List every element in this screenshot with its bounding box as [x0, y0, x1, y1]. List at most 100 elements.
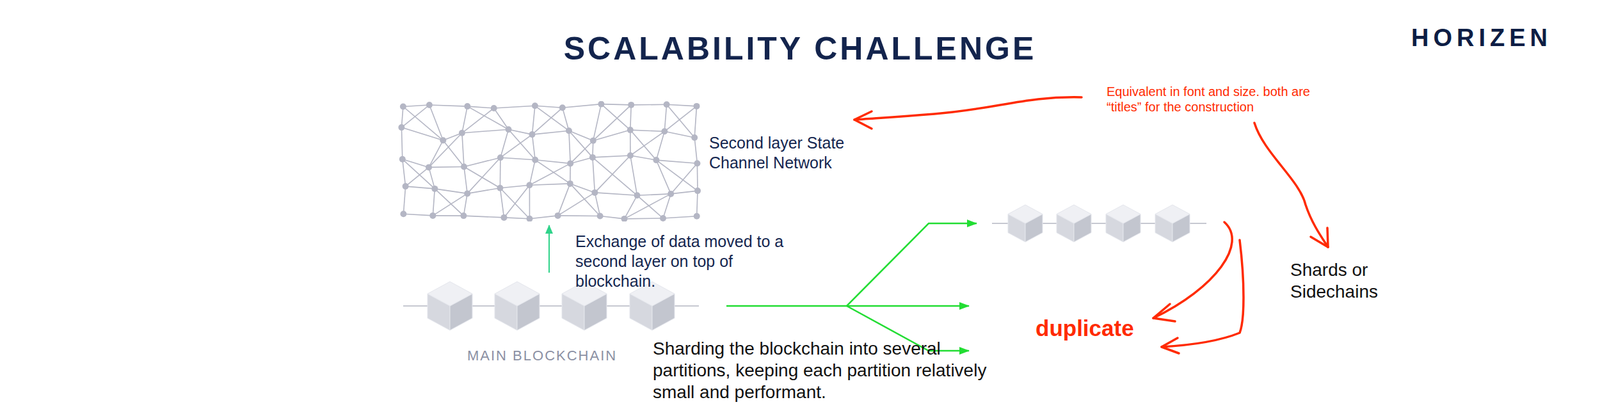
- mesh-link: [594, 192, 637, 196]
- mesh-link: [558, 215, 601, 217]
- blockchain: Shards or Sidechains: [992, 201, 1207, 246]
- mesh-node: [627, 101, 635, 109]
- block-cube: [1008, 204, 1043, 242]
- mesh-node: [694, 187, 701, 194]
- mesh-link: [570, 140, 594, 164]
- annotation-arrow: [1161, 240, 1244, 347]
- mesh-node: [526, 215, 534, 222]
- mesh-node: [400, 103, 407, 111]
- block-cube: [494, 281, 540, 331]
- mesh-node: [591, 189, 598, 196]
- block-face: [494, 281, 540, 306]
- mesh-link: [600, 104, 632, 105]
- block-face: [1056, 204, 1092, 224]
- mesh-link: [568, 130, 594, 141]
- mesh-node: [565, 127, 573, 134]
- mesh-link: [568, 130, 571, 164]
- mesh-link: [504, 184, 530, 218]
- mesh-node: [426, 101, 433, 109]
- mesh-node: [398, 124, 405, 131]
- mesh-node: [627, 152, 634, 159]
- mesh-link: [663, 216, 697, 219]
- mesh-link: [631, 104, 667, 106]
- mesh-link: [401, 127, 402, 160]
- edge-layer: [549, 223, 977, 306]
- annotation-arrowhead: [1153, 304, 1176, 322]
- block-face: [1155, 204, 1190, 224]
- mesh-link: [535, 160, 571, 184]
- brand-logo: HORIZEN: [1411, 23, 1552, 53]
- mesh-link: [532, 105, 536, 135]
- mesh-link: [593, 104, 632, 141]
- mesh-link: [401, 127, 443, 141]
- mesh-node: [621, 215, 628, 222]
- mesh-link: [670, 163, 697, 194]
- mesh-link: [463, 193, 468, 216]
- mesh-link: [429, 104, 468, 107]
- mesh-node: [597, 101, 605, 108]
- mesh-node: [567, 180, 574, 187]
- mesh-node: [425, 163, 432, 171]
- node-illustration: [398, 101, 702, 222]
- mesh-link: [432, 193, 468, 216]
- mesh-node: [667, 190, 674, 198]
- annotation-arrowhead: [1310, 227, 1328, 248]
- annotation-arrow: [854, 97, 1082, 120]
- mesh-node: [464, 103, 471, 110]
- mesh-node: [531, 156, 539, 164]
- mesh-link: [630, 129, 665, 132]
- mesh-link: [558, 192, 596, 216]
- mesh-node: [490, 104, 498, 112]
- mesh-link: [664, 104, 667, 132]
- mesh-link: [405, 186, 436, 189]
- review-note: Equivalent in font and size. both are “t…: [1106, 83, 1331, 115]
- block-cube: [1056, 204, 1092, 242]
- mesh-link: [462, 133, 464, 168]
- block-cube: [1155, 204, 1190, 242]
- mesh-link: [624, 217, 664, 219]
- block-face: [1105, 204, 1141, 224]
- mesh-node: [531, 102, 539, 109]
- review-note: duplicate: [1035, 314, 1135, 342]
- mesh-link: [508, 129, 536, 160]
- mesh-link: [594, 192, 600, 217]
- mesh-link: [402, 159, 406, 187]
- mesh-link: [532, 134, 536, 160]
- mesh-link: [529, 215, 559, 219]
- mesh-node: [429, 212, 436, 219]
- mesh-link: [562, 107, 569, 131]
- mesh-link: [500, 134, 533, 158]
- mesh-link: [429, 104, 443, 141]
- mesh-link: [462, 129, 509, 134]
- mesh-node: [501, 214, 508, 221]
- mesh-node: [505, 126, 512, 133]
- mesh-link: [467, 106, 494, 109]
- mesh-link: [594, 155, 631, 193]
- construction-title: Shards or Sidechains: [1290, 259, 1378, 303]
- mesh-link: [467, 188, 500, 194]
- mesh-link: [656, 131, 665, 160]
- mesh-link: [592, 157, 596, 193]
- mesh-link: [428, 133, 463, 168]
- mesh-node: [460, 163, 468, 171]
- mesh-node: [693, 213, 701, 220]
- mesh-link: [562, 104, 602, 109]
- mesh-link: [694, 106, 697, 138]
- block-cube: [427, 281, 473, 331]
- mesh-link: [432, 188, 435, 216]
- mesh-link: [403, 186, 406, 214]
- mesh-link: [637, 195, 664, 219]
- mesh-node: [400, 210, 407, 217]
- mesh-link: [570, 157, 593, 164]
- edge-description: Exchange of data moved to a second layer…: [575, 231, 814, 292]
- mesh-link: [666, 104, 697, 107]
- block-face: [427, 281, 473, 306]
- mesh-link: [558, 183, 571, 216]
- mesh-node: [634, 192, 641, 199]
- mesh-node: [399, 156, 406, 163]
- mesh-link: [494, 108, 509, 130]
- mesh-node: [497, 154, 504, 161]
- mesh-link: [499, 188, 504, 218]
- mesh-link: [529, 160, 536, 185]
- mesh-link: [637, 193, 672, 196]
